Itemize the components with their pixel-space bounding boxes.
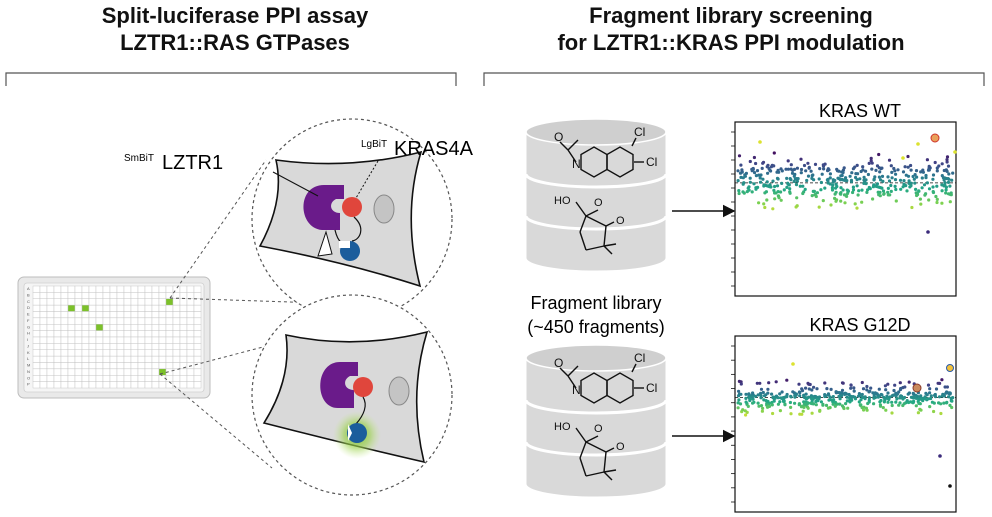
kras4a-label: KRAS4A [394, 138, 474, 160]
svg-text:Cl: Cl [646, 381, 657, 395]
scatter-plot-kras-g12d [731, 335, 957, 513]
kras-protein [353, 377, 373, 397]
left-title-line-1: Split-luciferase PPI assay [101, 3, 369, 28]
right-title-line-1: Fragment library screening [589, 3, 873, 28]
left-panel-title: Split-luciferase PPI assay LZTR1::RAS GT… [0, 2, 470, 56]
library-label-line-2: (~450 fragments) [527, 317, 665, 337]
svg-text:O: O [594, 197, 603, 209]
smbit-lztr1-label: SmBiT LZTR1 [124, 152, 223, 174]
nucleus [388, 376, 410, 406]
svg-text:HO: HO [554, 195, 571, 207]
right-panel-title: Fragment library screening for LZTR1::KR… [470, 2, 992, 56]
svg-text:N: N [572, 383, 581, 397]
nanoluc-complex [347, 423, 367, 443]
smbit-superscript: SmBiT [124, 153, 154, 164]
cell-zoom-no-signal [251, 118, 453, 320]
plot-title-kras-wt: KRAS WT [819, 101, 901, 121]
svg-text:O: O [616, 215, 625, 227]
smbit-tag [317, 230, 333, 257]
left-section-bracket [5, 72, 457, 86]
lztr1-protein [320, 362, 358, 408]
right-title-line-2: for LZTR1::KRAS PPI modulation [557, 30, 905, 55]
lgbit-superscript: LgBiT [361, 139, 387, 150]
plot-title-kras-g12d: KRAS G12D [809, 315, 910, 335]
well-grid [32, 285, 202, 389]
svg-text:O: O [616, 441, 625, 453]
svg-text:HO: HO [554, 421, 571, 433]
lgbit-kras-label: LgBiT KRAS4A [361, 138, 474, 160]
svg-text:O: O [554, 130, 563, 144]
svg-text:N: N [572, 157, 581, 171]
zoom-lines [159, 159, 321, 469]
library-label-line-1: Fragment library [530, 293, 661, 313]
scatter-plot-kras-wt [731, 121, 957, 297]
lztr1-protein [303, 185, 344, 230]
svg-text:Cl: Cl [634, 125, 645, 139]
svg-text:O: O [554, 356, 563, 370]
svg-text:O: O [594, 423, 603, 435]
lztr1-label: LZTR1 [162, 152, 223, 174]
kras-protein [342, 197, 362, 217]
cell-zoom-signal [251, 294, 453, 496]
svg-text:Cl: Cl [646, 155, 657, 169]
left-title-line-2: LZTR1::RAS GTPases [120, 30, 350, 55]
right-section-bracket [483, 72, 985, 86]
nucleus [373, 194, 395, 224]
svg-text:Cl: Cl [634, 351, 645, 365]
cell-shape [258, 150, 423, 288]
